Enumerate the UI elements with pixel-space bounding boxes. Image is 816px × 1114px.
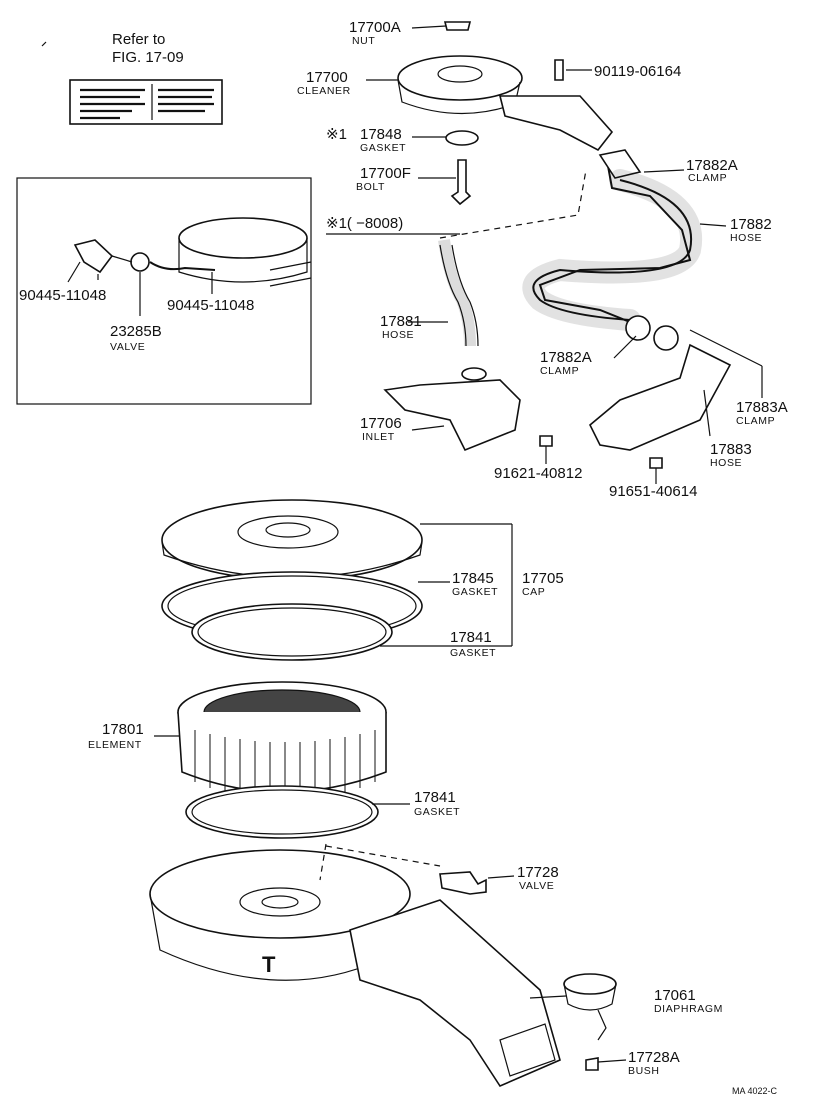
label-17881: 17881 bbox=[380, 313, 422, 330]
label-17841-b-name: GASKET bbox=[414, 806, 460, 818]
label-17882A-top: 17882A bbox=[686, 157, 738, 174]
label-17882A-mid-name: CLAMP bbox=[540, 365, 579, 377]
gasket-17841-a bbox=[191, 603, 393, 661]
label-23285B-name: VALVE bbox=[110, 341, 145, 353]
hose-17881 bbox=[439, 244, 479, 347]
label-17882: 17882 bbox=[730, 216, 772, 233]
label-17706-name: INLET bbox=[362, 431, 395, 443]
label-17700F: 17700F bbox=[360, 165, 411, 182]
label-90119: 90119-06164 bbox=[594, 63, 681, 80]
bolt-90119 bbox=[554, 59, 564, 81]
cleaner-lid bbox=[397, 55, 523, 101]
label-17883A-name: CLAMP bbox=[736, 415, 775, 427]
cap-and-element bbox=[154, 499, 513, 839]
figure-code: MA 4022-C bbox=[732, 1086, 778, 1096]
hose-17883 bbox=[589, 343, 732, 451]
gasket-17841-b bbox=[185, 785, 379, 839]
label-17801: 17801 bbox=[102, 721, 144, 738]
label-90445-b: 90445-11048 bbox=[167, 297, 254, 314]
label-17848: 17848 bbox=[360, 126, 402, 143]
label-23285B: 23285B bbox=[110, 323, 162, 340]
bolt-91621 bbox=[539, 435, 553, 447]
decal-label bbox=[69, 79, 223, 125]
inlet-17706 bbox=[383, 379, 521, 452]
label-17882A-top-name: CLAMP bbox=[688, 172, 727, 184]
label-17883: 17883 bbox=[710, 441, 752, 458]
label-90445-a: 90445-11048 bbox=[19, 287, 106, 304]
label-17700A: 17700A bbox=[349, 19, 401, 36]
label-17848-mark: ※1 bbox=[326, 126, 347, 143]
label-17700: 17700 bbox=[306, 69, 348, 86]
label-17845-name: GASKET bbox=[452, 586, 498, 598]
cap-17705 bbox=[161, 499, 423, 581]
bolt-17700F bbox=[450, 159, 472, 206]
label-17882A-mid: 17882A bbox=[540, 349, 592, 366]
bolt-91651 bbox=[649, 457, 663, 469]
label-17705-name: CAP bbox=[522, 586, 545, 598]
label-17728A-name: BUSH bbox=[628, 1065, 660, 1077]
gasket-17848 bbox=[445, 130, 479, 146]
hose-assembly bbox=[383, 149, 763, 484]
clamp-ring-b bbox=[653, 325, 679, 351]
label-17881-name: HOSE bbox=[382, 329, 414, 341]
inset-detail: 90445-11048 90445-11048 23285B VALVE bbox=[16, 177, 312, 405]
inset-frame bbox=[16, 177, 312, 405]
refer-line1: Refer to bbox=[112, 31, 165, 48]
bush-17728A bbox=[585, 1057, 599, 1071]
label-17841-a-name: GASKET bbox=[450, 647, 496, 659]
label-17706: 17706 bbox=[360, 415, 402, 432]
housing-snorkel bbox=[349, 899, 561, 1088]
cleaner-snorkel bbox=[498, 95, 614, 152]
toyota-t-mark: T bbox=[262, 952, 276, 977]
refer-line2: FIG. 17-09 bbox=[112, 49, 184, 66]
label-17700A-name: NUT bbox=[352, 35, 375, 47]
label-17728-name: VALVE bbox=[519, 880, 554, 892]
inset-vsv bbox=[73, 239, 114, 274]
clamp-17882A-top bbox=[598, 149, 642, 179]
inset-cleaner-lid bbox=[178, 217, 308, 259]
housing-assembly: T bbox=[149, 843, 627, 1088]
label-17841-a: 17841 bbox=[450, 629, 492, 646]
label-17883A: 17883A bbox=[736, 399, 788, 416]
label-91651: 91651-40614 bbox=[609, 483, 697, 500]
label-17728A: 17728A bbox=[628, 1049, 680, 1066]
label-17848-name: GASKET bbox=[360, 142, 406, 154]
valve-17728 bbox=[439, 871, 487, 895]
label-17061-name: DIAPHRAGM bbox=[654, 1003, 723, 1015]
element-17801 bbox=[177, 711, 387, 793]
label-17882-name: HOSE bbox=[730, 232, 762, 244]
label-8008: ※1( −8008) bbox=[326, 215, 403, 232]
label-17883-name: HOSE bbox=[710, 457, 742, 469]
diaphragm-17061 bbox=[563, 973, 617, 995]
label-17061: 17061 bbox=[654, 987, 696, 1004]
label-91621: 91621-40812 bbox=[494, 465, 582, 482]
label-17728: 17728 bbox=[517, 864, 559, 881]
air-cleaner-assembly bbox=[366, 21, 614, 206]
clamp-ring-a bbox=[625, 315, 651, 341]
label-17845: 17845 bbox=[452, 570, 494, 587]
label-17801-name: ELEMENT bbox=[88, 739, 142, 751]
label-17841-b: 17841 bbox=[414, 789, 456, 806]
reference-block: Refer to FIG. 17-09 bbox=[41, 31, 223, 125]
label-17700-name: CLEANER bbox=[297, 85, 351, 97]
label-17705: 17705 bbox=[522, 570, 564, 587]
label-17700F-name: BOLT bbox=[356, 181, 385, 193]
wing-nut bbox=[443, 21, 472, 31]
inset-valve-body bbox=[130, 252, 150, 272]
